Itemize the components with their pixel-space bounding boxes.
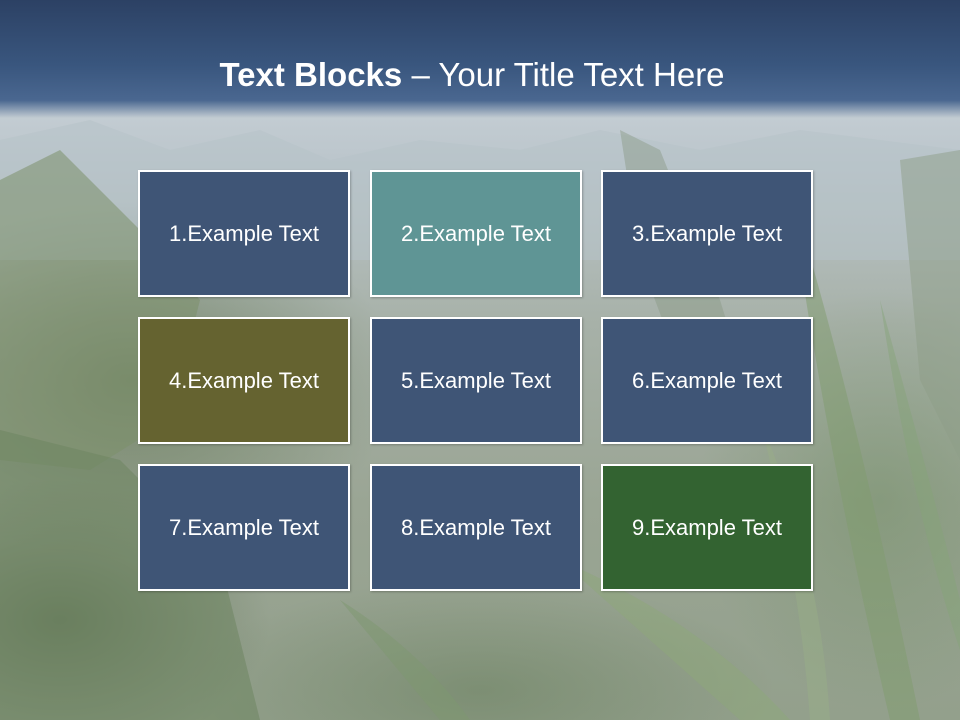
text-block-3[interactable]: 3.Example Text bbox=[601, 170, 813, 297]
text-block-1[interactable]: 1.Example Text bbox=[138, 170, 350, 297]
slide-title[interactable]: Text Blocks – Your Title Text Here bbox=[0, 52, 944, 98]
text-block-5[interactable]: 5.Example Text bbox=[370, 317, 582, 444]
text-block-9[interactable]: 9.Example Text bbox=[601, 464, 813, 591]
text-block-2[interactable]: 2.Example Text bbox=[370, 170, 582, 297]
text-block-6[interactable]: 6.Example Text bbox=[601, 317, 813, 444]
text-block-7[interactable]: 7.Example Text bbox=[138, 464, 350, 591]
title-rest-text: Your Title Text Here bbox=[438, 56, 725, 93]
title-bold-text: Text Blocks bbox=[219, 56, 403, 93]
title-bar bbox=[0, 0, 960, 118]
text-block-8[interactable]: 8.Example Text bbox=[370, 464, 582, 591]
title-separator: – bbox=[411, 56, 430, 93]
text-block-4[interactable]: 4.Example Text bbox=[138, 317, 350, 444]
